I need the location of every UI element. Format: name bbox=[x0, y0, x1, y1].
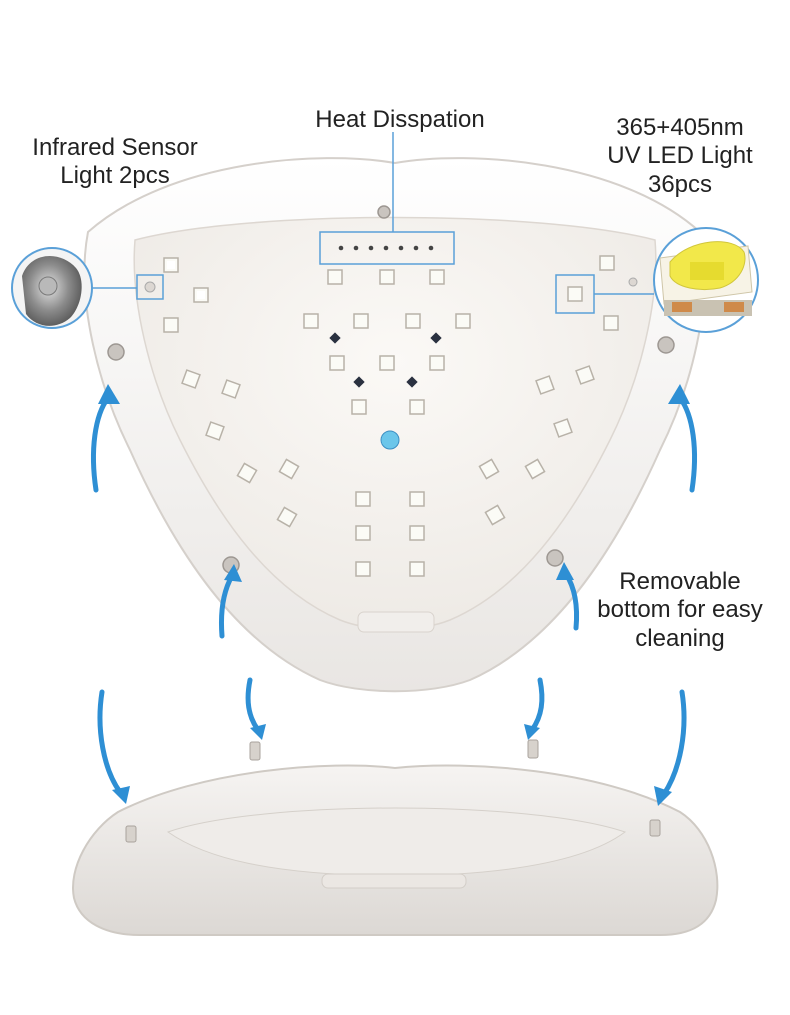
removable-bottom-label-line3: cleaning bbox=[635, 624, 725, 652]
uv-led-zoom bbox=[653, 227, 759, 333]
heat-dissipation-label-text: Heat Disspation bbox=[315, 106, 485, 133]
lamp-inner-cavity bbox=[133, 216, 657, 630]
base-slot bbox=[321, 873, 467, 889]
screw-icons bbox=[107, 205, 675, 574]
uv-led-label-line3: 36pcs bbox=[647, 170, 713, 198]
heat-vent-holes bbox=[338, 245, 434, 251]
diamond-markers bbox=[329, 332, 442, 388]
removable-bottom-label: Removable bottom for easy cleaning bbox=[585, 568, 775, 653]
base-pins bbox=[125, 739, 661, 843]
uv-led-label-line2: UV LED Light bbox=[607, 142, 753, 170]
heat-vent-box bbox=[319, 231, 455, 265]
infrared-sensor-label-line2: Light 2pcs bbox=[60, 162, 170, 190]
infrared-sensor-label-line1: Infrared Sensor bbox=[32, 134, 198, 161]
removable-bottom-label-line1: Removable bbox=[619, 568, 741, 595]
lamp-bottom-slot bbox=[357, 611, 435, 633]
infrared-sensor-label: Infrared Sensor Light 2pcs bbox=[20, 134, 210, 191]
uv-led-label: 365+405nm UV LED Light 36pcs bbox=[585, 114, 775, 199]
heat-dissipation-label: Heat Disspation bbox=[300, 106, 500, 134]
base-inner-curve bbox=[166, 807, 627, 877]
brand-sticker bbox=[380, 430, 400, 450]
sensor-window bbox=[144, 281, 156, 293]
removable-bottom-label-line2: bottom for easy bbox=[597, 596, 763, 624]
led-chips bbox=[163, 255, 619, 577]
infrared-sensor-zoom bbox=[11, 247, 93, 329]
uv-led-label-line1: 365+405nm bbox=[616, 114, 744, 141]
led-chip-cores bbox=[167, 261, 205, 299]
arrow-heads bbox=[98, 384, 690, 806]
